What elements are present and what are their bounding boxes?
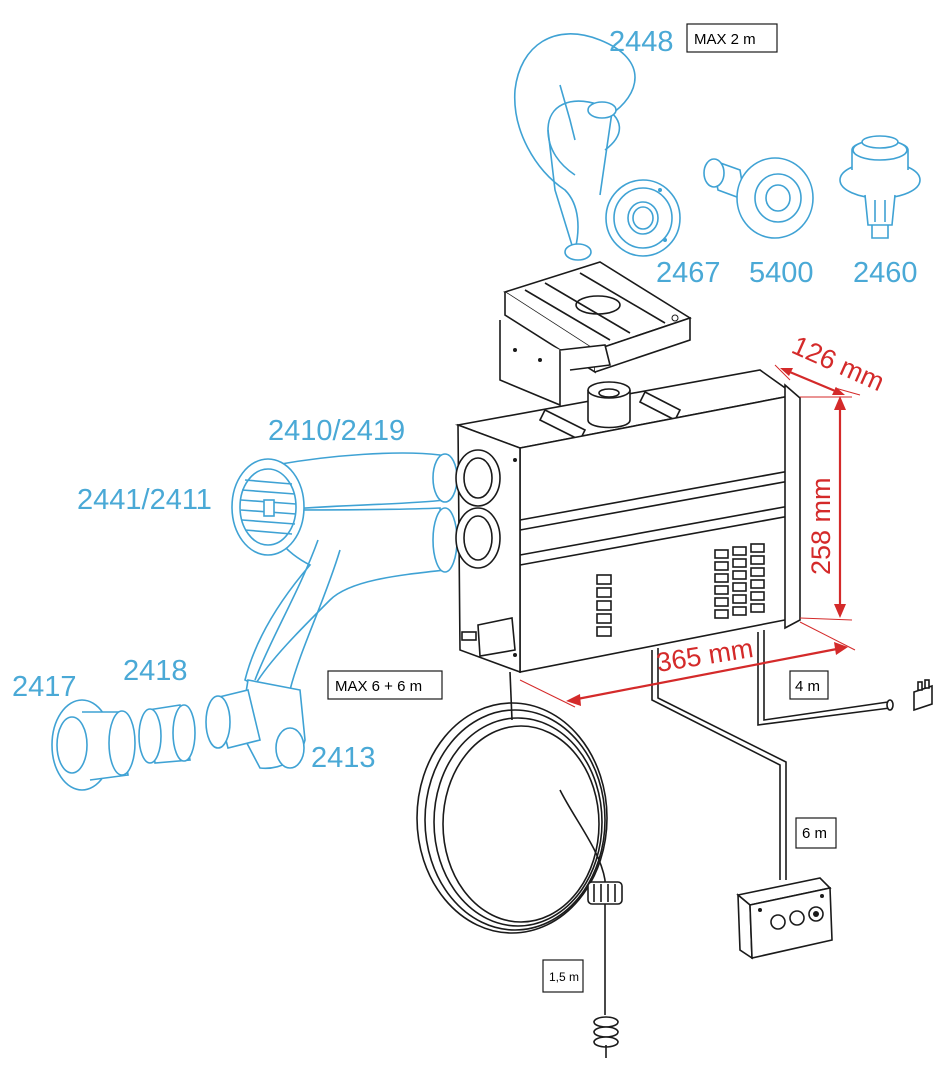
- note-box-exhaust: [686, 23, 778, 53]
- part-label-2441-2411: 2441/2411: [77, 484, 212, 516]
- part-label-2418: 2418: [123, 655, 188, 687]
- dimension-depth: [774, 364, 861, 396]
- fuel-line-coil: [416, 671, 608, 934]
- note-max-exhaust: MAX 2 m: [694, 31, 756, 48]
- part-label-2448: 2448: [609, 26, 674, 58]
- fuel-pump: [587, 880, 623, 1058]
- note-max-ducts: MAX 6 + 6 m: [335, 678, 422, 695]
- exhaust-outlet-2467: [605, 179, 681, 257]
- part-label-2460: 2460: [853, 257, 918, 289]
- exhaust-pipe-2448: [513, 33, 636, 261]
- note-box-6m: [795, 817, 837, 849]
- part-label-2417: 2417: [12, 671, 77, 703]
- part-label-2413: 2413: [311, 742, 376, 774]
- fuse-holder: [913, 679, 933, 712]
- control-panel: [736, 877, 833, 960]
- part-label-2410-2419: 2410/2419: [268, 415, 405, 447]
- part-label-5400: 5400: [749, 257, 814, 289]
- part-label-2467: 2467: [656, 257, 721, 289]
- heater-grille-right: [714, 543, 765, 619]
- mounting-bracket: [499, 261, 692, 407]
- note-fuel-line: 1,5 m: [549, 970, 579, 984]
- control-cable-6m: [651, 648, 787, 880]
- duct-elbow-2413: [205, 679, 306, 769]
- note-cable-6m: 6 m: [802, 825, 827, 842]
- air-outlet-2441: [231, 458, 305, 556]
- air-ducts-2410: [244, 452, 458, 691]
- duct-connector-2418: [138, 704, 196, 764]
- dimension-height-label: 258 mm: [806, 477, 836, 575]
- note-box-fuel: [542, 959, 584, 993]
- power-cable-4m: [757, 630, 894, 726]
- roof-cap-2460: [839, 135, 921, 239]
- duct-outlet-2417: [51, 699, 136, 791]
- dimension-depth-label: 126 mm: [788, 330, 889, 397]
- exhaust-outlet-5400: [703, 157, 814, 239]
- dimension-height: [799, 396, 853, 621]
- note-box-ducts: [327, 670, 443, 700]
- note-cable-4m: 4 m: [795, 678, 820, 695]
- note-box-4m: [789, 670, 829, 700]
- heater-unit: [454, 369, 801, 674]
- dimension-width: [519, 621, 856, 708]
- heater-grille-left: [596, 574, 612, 637]
